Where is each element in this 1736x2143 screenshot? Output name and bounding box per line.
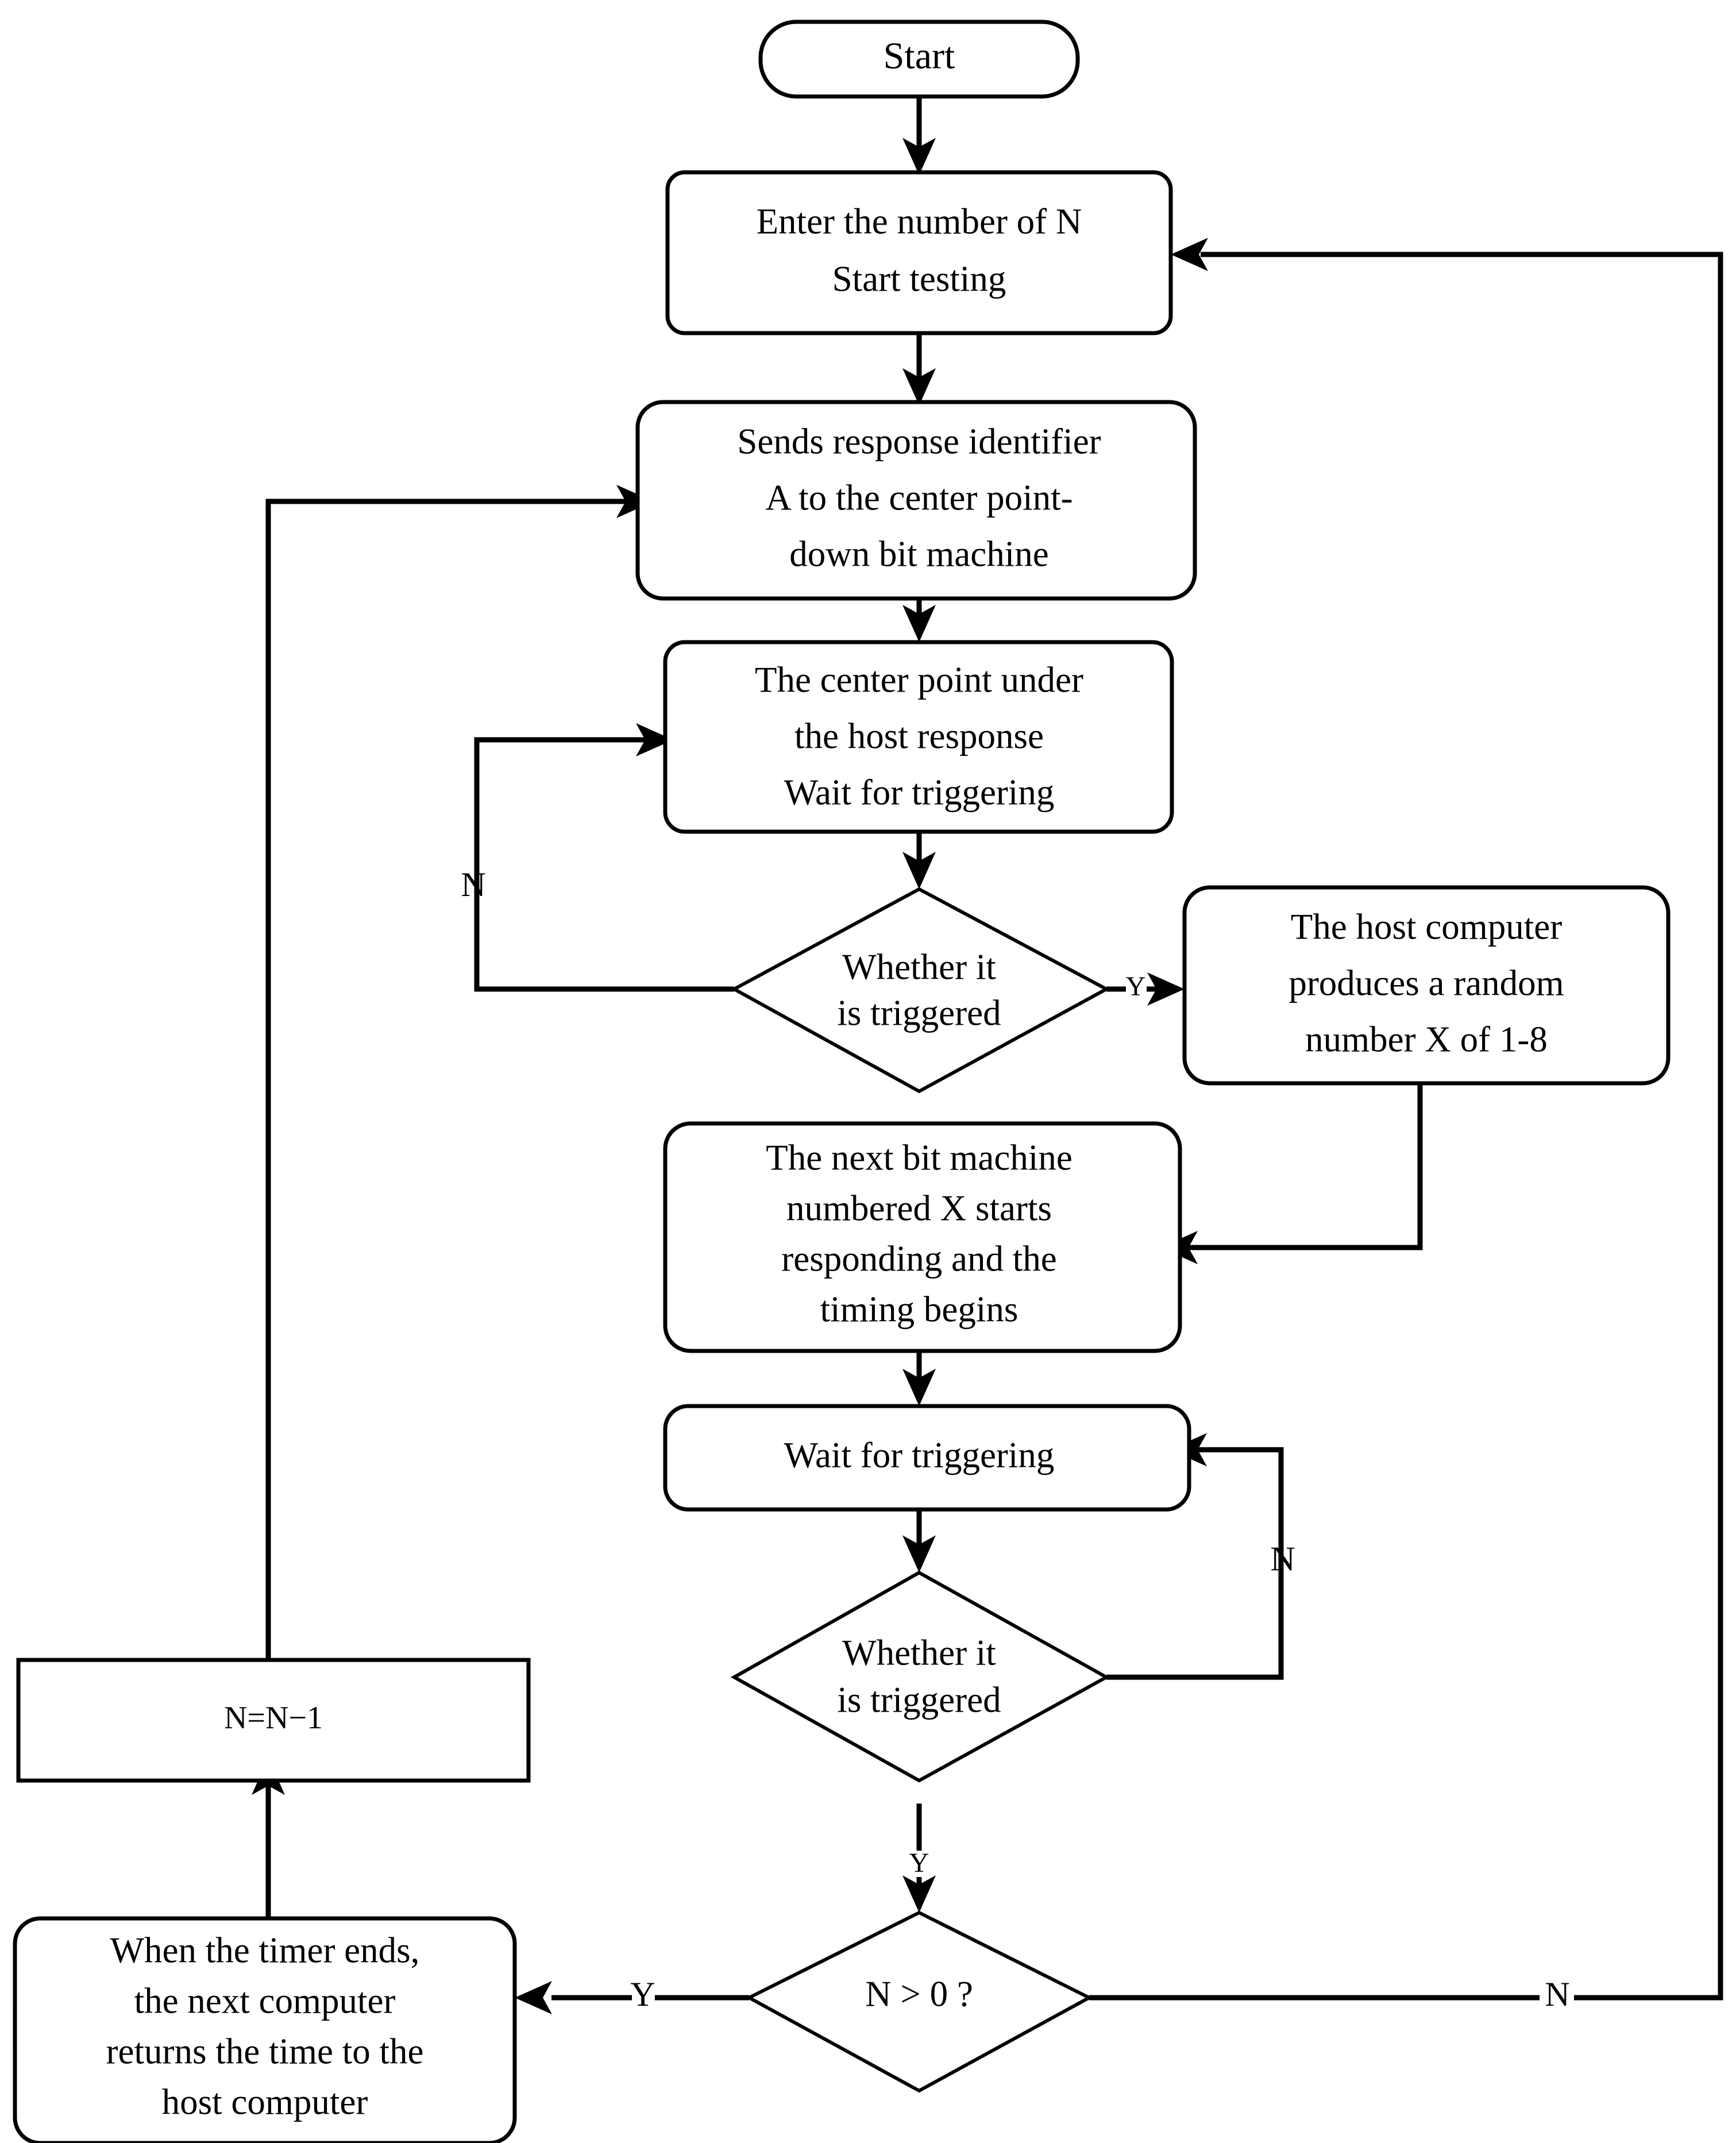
node-trig1[interactable]: Whether it is triggered [730,887,1110,1094]
node-next-bit-line2: numbered X starts [786,1188,1052,1228]
edge-next-bit-to-wait-trig [902,1351,936,1406]
edge-ngt-no [1089,238,1723,2001]
node-send-id-line1: Sends response identifier [737,421,1101,461]
node-next-bit-line4: timing begins [820,1289,1019,1329]
node-wait-trig[interactable]: Wait for triggering [663,1404,1191,1512]
node-decrement-label: N=N−1 [224,1700,323,1736]
node-send-id-line3: down bit machine [789,534,1048,574]
edge-label-trig1-yes: Y [1126,971,1146,1002]
node-next-bit[interactable]: The next bit machine numbered X starts r… [663,1121,1182,1353]
node-send-id[interactable]: Sends response identifier A to the cente… [635,400,1197,601]
edge-trig1-no-loop [474,723,734,992]
edge-trig2-yes [902,1804,936,1913]
edge-send-id-to-center-pt [902,599,936,642]
node-trig2-line2: is triggered [837,1679,1001,1720]
edge-label-ngt-yes: Y [630,1975,655,2013]
node-random-x-line1: The host computer [1291,906,1562,947]
edge-center-pt-to-trig1 [902,832,936,889]
node-start[interactable]: Start [758,20,1080,99]
node-random-x-line2: produces a random [1289,963,1564,1003]
node-center-pt-line2: the host response [794,716,1044,756]
node-wait-trig-label: Wait for triggering [784,1435,1055,1475]
edge-random-x-to-next-bit [1160,1083,1423,1264]
node-next-bit-line1: The next bit machine [766,1137,1073,1177]
edge-label-trig1-no: N [461,866,485,903]
node-center-pt-line3: Wait for triggering [784,772,1055,812]
node-n-gt-zero-label: N > 0 ? [865,1974,973,2014]
node-trig2-line1: Whether it [842,1632,996,1673]
edge-label-ngt-no: N [1545,1975,1569,2013]
edge-wait-trig-to-trig2 [902,1509,936,1573]
node-trig1-line2: is triggered [837,993,1001,1033]
node-timer-end-line1: When the timer ends, [110,1930,420,1970]
node-enter-n-line2: Start testing [832,258,1006,299]
edge-label-trig2-no: N [1270,1540,1295,1578]
node-enter-n-line1: Enter the number of N [757,201,1082,241]
node-trig2[interactable]: Whether it is triggered [730,1570,1110,1783]
edge-ngt-yes [515,1981,749,2014]
node-center-pt[interactable]: The center point under the host response… [663,640,1174,834]
node-enter-n[interactable]: Enter the number of N Start testing [665,170,1173,335]
edge-start-to-enter-n [902,96,936,175]
node-decrement[interactable]: N=N−1 [16,1658,531,1783]
node-timer-end-line4: host computer [162,2082,368,2122]
edge-decrement-to-send-id [265,485,654,1660]
edge-label-trig2-yes: Y [909,1848,929,1878]
node-timer-end[interactable]: When the timer ends, the next computer r… [13,1916,517,2143]
node-trig1-line1: Whether it [842,947,996,987]
node-next-bit-line3: responding and the [781,1238,1056,1279]
edge-enter-n-to-send-id [902,333,936,406]
node-timer-end-line2: the next computer [134,1980,396,2021]
node-send-id-line2: A to the center point- [765,477,1073,518]
node-center-pt-line1: The center point under [755,659,1083,700]
node-random-x[interactable]: The host computer produces a random numb… [1182,885,1671,1086]
node-random-x-line3: number X of 1-8 [1305,1019,1548,1059]
node-start-label: Start [884,35,955,77]
node-timer-end-line3: returns the time to the [106,2031,424,2071]
node-n-gt-zero[interactable]: N > 0 ? [745,1910,1093,2093]
